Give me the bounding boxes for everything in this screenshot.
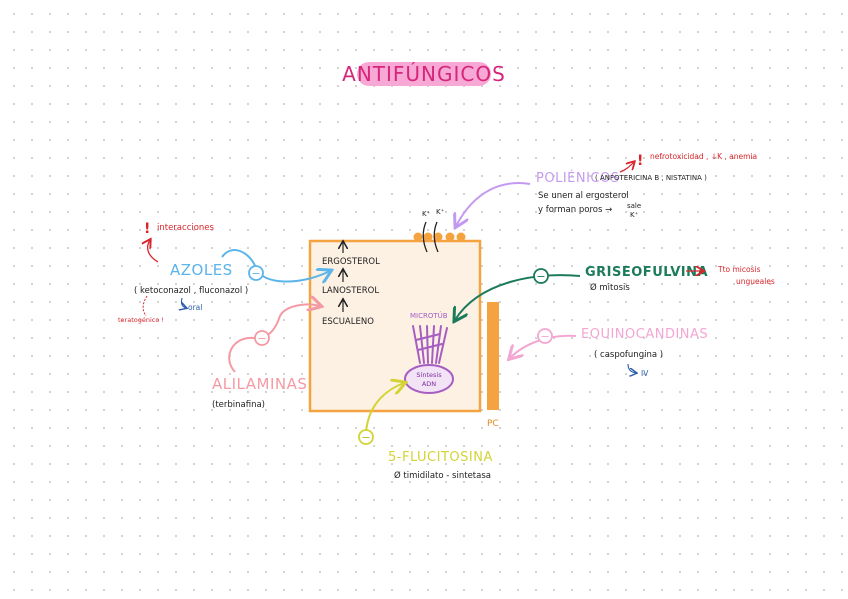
equinocandinas-name: EQUINOCANDINAS [581, 327, 708, 342]
title-highlight [357, 62, 491, 86]
pore-bead [423, 232, 433, 242]
azoles-warning-text: interacciones [157, 223, 215, 233]
polienicos-mechanism: y forman poros → [538, 205, 612, 215]
microtubule-fiber [438, 327, 448, 364]
griseofulvina-use: ungueales [736, 277, 775, 286]
azoles-inhibit-circle [248, 265, 264, 281]
azoles-route-arrow [182, 297, 187, 308]
warning-icon: ! [637, 153, 643, 169]
azoles-group: ! interacciones AZOLES ( ketoconazol , f… [118, 221, 330, 324]
azoles-inhibit-sign: − [251, 267, 260, 280]
polienicos-arrow [456, 182, 531, 226]
flucitosina-arrow [365, 383, 404, 433]
polienicos-warning-arrow [619, 162, 634, 173]
step-lanosterol: LANOSTEROL [322, 286, 379, 296]
flucitosina-mechanism: Ø timidilato - sintetasa [394, 470, 491, 481]
griseofulvina-group: GRISEOFULVINA Tto micosis ungueales Ø mi… [455, 265, 775, 320]
alilaminas-arrow [228, 304, 320, 373]
equinocandinas-route: IV [641, 369, 649, 378]
griseofulvina-inhibit-circle [533, 268, 549, 284]
equinocandinas-arrow [510, 334, 577, 358]
pore-bead [413, 232, 423, 242]
cell-wall-label: PC [487, 419, 499, 429]
polienicos-warning-text: nefrotoxicidad , ↓K , anemia [650, 152, 757, 161]
azoles-teratogenic-arrow [142, 295, 148, 317]
microtubule-label: MICROTÚB [410, 311, 448, 320]
griseofulvina-use: Tto micosis [717, 265, 761, 274]
microtubule-fiber [431, 325, 435, 364]
alilaminas-name: ALILAMINAS [212, 375, 307, 393]
pore-bead [456, 232, 466, 242]
azoles-route: oral [188, 303, 202, 312]
pore-ion-label: K⁺ [422, 210, 431, 218]
polienicos-mechanism: Se unen al ergosterol [538, 191, 629, 201]
warning-icon: ! [144, 221, 150, 237]
polienicos-mechanism-tail: K⁺ [630, 211, 639, 219]
polienicos-group: ! nefrotoxicidad , ↓K , anemia POLIÉNICO… [456, 152, 757, 226]
alilaminas-examples: (terbinafina) [212, 400, 265, 410]
azoles-teratogenic: teratogénico ! [118, 316, 164, 324]
cell-wall [487, 302, 499, 410]
pore-channel-line [433, 221, 439, 253]
azoles-name: AZOLES [170, 261, 233, 279]
nucleus-label: Síntesis [416, 371, 442, 379]
equinocandinas-route-arrow [627, 363, 636, 373]
microtubule-fibers [412, 325, 448, 364]
title-group: ANTIFÚNGICOS [342, 62, 506, 86]
flucitosina-inhibit-sign: − [361, 431, 370, 444]
griseofulvina-name: GRISEOFULVINA [585, 265, 708, 280]
alilaminas-group: − ALILAMINAS (terbinafina) [212, 304, 320, 410]
fungal-cell: PC K⁺ K⁺ ERGOSTEROL LANOSTEROL ESCUALENO… [308, 208, 499, 429]
flucitosina-group: − 5-FLUCITOSINA Ø timidilato - sintetasa [358, 383, 493, 481]
azoles-examples: ( ketoconazol , fluconazol ) [134, 286, 248, 296]
microtubule-fiber [412, 325, 421, 364]
pore-ion-label: K⁺ [436, 208, 445, 216]
nucleus [404, 364, 454, 394]
azoles-warning-arrow [148, 240, 159, 263]
microtubule-fiber [426, 325, 429, 364]
step-ergosterol: ERGOSTEROL [322, 257, 380, 267]
equinocandinas-inhibit-circle [537, 328, 553, 344]
equinocandinas-inhibit-sign: − [540, 330, 549, 343]
alilaminas-inhibit-sign: − [257, 332, 266, 345]
flucitosina-inhibit-circle [358, 429, 374, 445]
flucitosina-name: 5-FLUCITOSINA [388, 450, 493, 465]
equinocandinas-examples: ( caspofungina ) [594, 350, 663, 360]
microtubule-fiber [417, 343, 443, 351]
pore-channel-line [422, 221, 428, 253]
alilaminas-inhibit-circle [254, 330, 270, 346]
step-escualeno: ESCUALENO [322, 317, 374, 327]
nucleus-label: ADN [422, 380, 436, 388]
microtubule-fiber [415, 333, 441, 341]
equinocandinas-group: EQUINOCANDINAS ( caspofungina ) IV − [510, 327, 708, 378]
griseofulvina-inhibit-sign: − [536, 270, 545, 283]
microtubule-fiber [419, 325, 425, 364]
membrane-pore: K⁺ K⁺ [413, 208, 466, 253]
polienicos-name: POLIÉNICOS [536, 170, 619, 186]
polienicos-examples: ( ANFOTERICINA B , NISTATINA ) [595, 174, 707, 182]
page-title: ANTIFÚNGICOS [342, 62, 506, 86]
polienicos-mechanism-tail: sale [627, 202, 641, 210]
griseofulvina-arrow [455, 274, 581, 320]
griseofulvina-mechanism: Ø mitosis [590, 282, 630, 293]
pore-bead [433, 232, 443, 242]
pore-bead [445, 232, 455, 242]
